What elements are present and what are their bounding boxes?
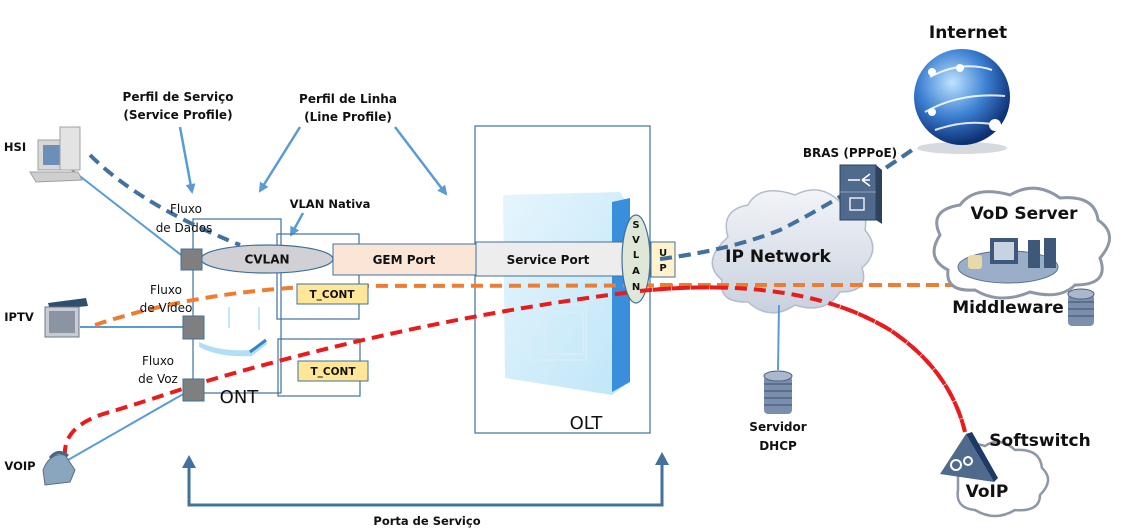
up-letter-u: U xyxy=(659,248,667,259)
tcont-1-box xyxy=(296,283,369,305)
bras-label: BRAS (PPPoE) xyxy=(803,146,897,160)
computer-icon xyxy=(29,126,83,183)
service-port-label: Service Port xyxy=(507,253,590,267)
bracket-arrow-right xyxy=(655,452,669,465)
native-vlan-arrow xyxy=(289,212,305,237)
up-letter-p: P xyxy=(659,263,666,274)
ip-network-cloud xyxy=(711,189,874,314)
ont-device-icon xyxy=(199,307,267,357)
olt-box xyxy=(474,125,651,434)
voice-flow-label-2: de Voz xyxy=(138,372,178,386)
native-vlan-label: VLAN Nativa xyxy=(290,197,371,211)
tcont-2-box xyxy=(297,360,369,382)
internet-globe-icon xyxy=(914,49,1010,154)
data-flow-label-2: de Dados xyxy=(156,221,213,235)
video-flow-label-1: Fluxo xyxy=(150,283,182,297)
svlan-ellipse xyxy=(621,214,651,304)
phone-icon xyxy=(42,451,76,486)
data-flow-line-left xyxy=(88,153,241,247)
line-profile-line2: (Line Profile) xyxy=(304,110,392,124)
line-profile-line1: Perfil de Linha xyxy=(299,92,397,106)
voice-flow-line-overlay xyxy=(639,285,967,433)
voice-flow-line xyxy=(62,285,967,458)
tcont-1-label: T_CONT xyxy=(310,289,356,301)
dhcp-label-2: DHCP xyxy=(759,439,797,453)
svlan-letter-n: N xyxy=(632,282,640,293)
line-profile-box-1 xyxy=(276,233,360,320)
ip-network-label: IP Network xyxy=(725,247,831,267)
gem-port-box xyxy=(332,243,477,276)
service-profile-label: Perfil de Serviço (Service Profile) xyxy=(123,90,234,122)
hsi-label: HSI xyxy=(4,140,26,154)
voip-label: VOIP xyxy=(4,459,35,473)
middleware-label: Middleware xyxy=(952,298,1064,318)
svlan-letter-s: S xyxy=(632,220,639,231)
softswitch-label: Softswitch xyxy=(989,431,1090,451)
service-port-bracket-label: Porta de Serviço xyxy=(373,514,480,528)
ont-port-video xyxy=(182,315,205,340)
middleware-database-icon xyxy=(1067,288,1095,326)
dhcp-link xyxy=(777,304,780,371)
service-profile-line2: (Service Profile) xyxy=(123,108,232,122)
svlan-letter-l: L xyxy=(633,250,640,261)
line-profile-arrow-right xyxy=(394,126,448,196)
ont-port-data xyxy=(180,248,203,271)
vod-server-label: VoD Server xyxy=(970,204,1078,224)
softswitch-icon xyxy=(940,432,998,482)
service-port-bracket xyxy=(187,462,664,507)
ont-box xyxy=(192,218,282,394)
voice-flow-label-1: Fluxo xyxy=(142,354,174,368)
dhcp-label-1: Servidor xyxy=(749,420,806,434)
service-port-box xyxy=(475,241,631,277)
line-profile-label: Perfil de Linha (Line Profile) xyxy=(299,92,397,124)
service-profile-line1: Perfil de Serviço xyxy=(123,90,234,104)
service-profile-arrow xyxy=(178,126,196,194)
data-flow-label-1: Fluxo xyxy=(170,202,202,216)
video-flow-label-2: de Vídeo xyxy=(140,301,193,315)
dhcp-database-icon xyxy=(763,370,793,414)
olt-device-icon xyxy=(503,192,630,395)
voip-server-label: VoIP xyxy=(966,482,1009,502)
ont-label: ONT xyxy=(220,387,260,408)
olt-label: OLT xyxy=(570,413,604,434)
gem-port-label: GEM Port xyxy=(373,253,436,267)
tv-icon xyxy=(44,298,88,338)
iptv-label: IPTV xyxy=(4,310,34,324)
bracket-arrow-left xyxy=(182,455,196,468)
bras-router-icon xyxy=(839,164,882,224)
voip-link xyxy=(67,392,186,461)
line-profile-arrow-left xyxy=(258,126,302,193)
vod-server-icon xyxy=(957,238,1059,284)
internet-label: Internet xyxy=(929,23,1007,43)
tcont-2-label: T_CONT xyxy=(311,366,357,378)
svlan-letter-a: A xyxy=(632,266,640,277)
svlan-letter-v: V xyxy=(632,235,640,246)
ont-port-voice xyxy=(182,378,205,402)
cvlan-label: CVLAN xyxy=(244,253,289,267)
hsi-link xyxy=(71,169,186,259)
